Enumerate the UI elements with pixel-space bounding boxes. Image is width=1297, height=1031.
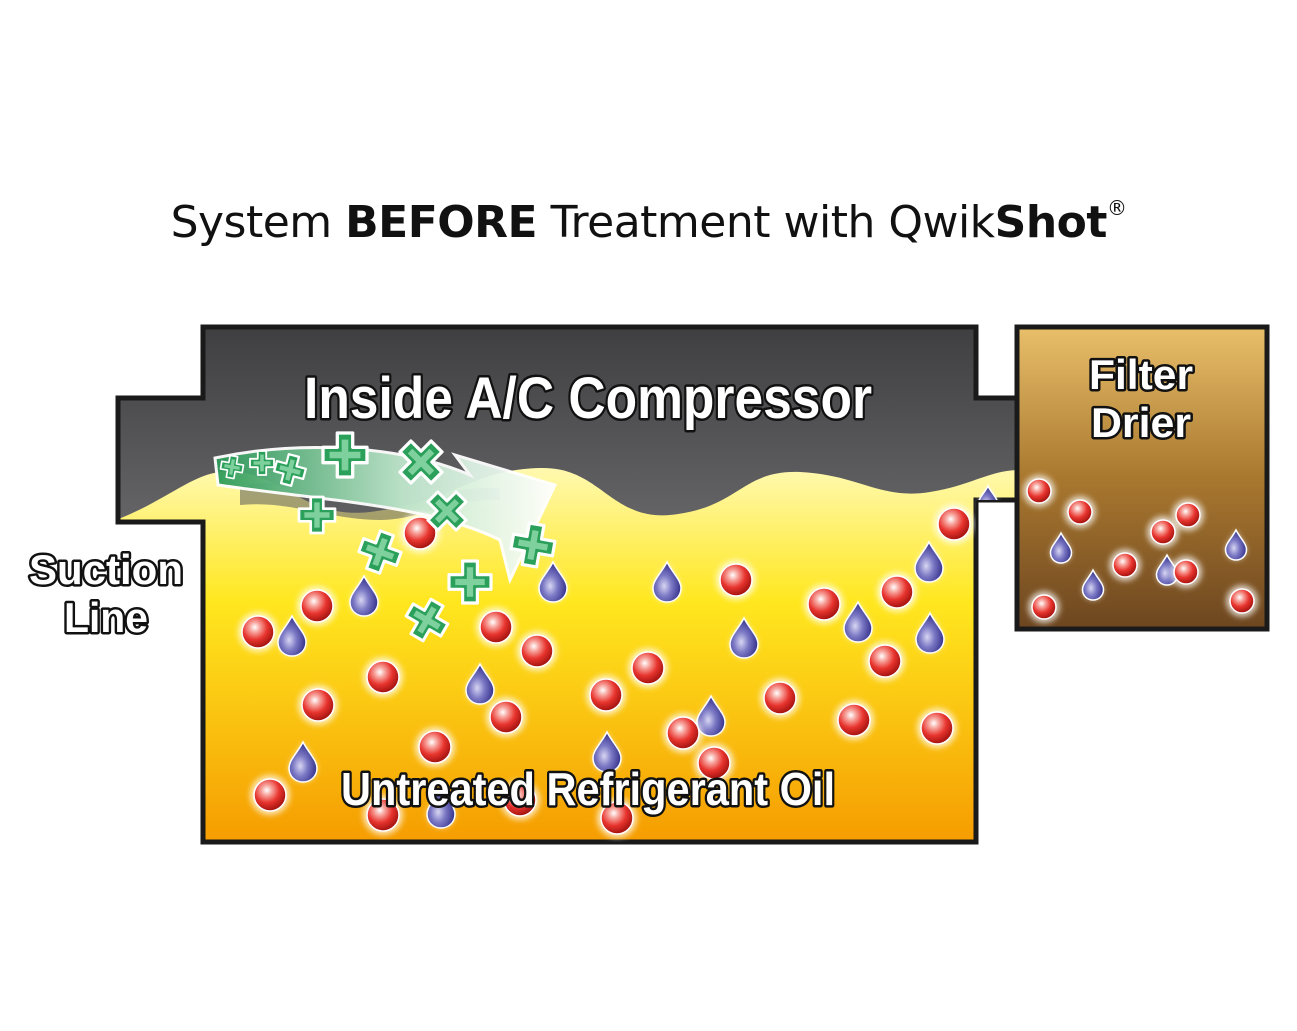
green-cross-icon bbox=[249, 450, 275, 476]
blue-droplet-icon bbox=[426, 786, 456, 829]
red-sphere-icon bbox=[238, 612, 278, 652]
red-sphere-icon bbox=[363, 795, 403, 835]
red-sphere-icon bbox=[917, 708, 957, 748]
red-sphere-icon bbox=[586, 675, 626, 715]
green-cross-icon bbox=[357, 529, 403, 575]
filter-label-line2: Drier bbox=[1091, 399, 1191, 446]
red-sphere-icon bbox=[1170, 556, 1202, 588]
blue-droplet-icon bbox=[277, 614, 307, 657]
red-sphere-icon bbox=[1109, 549, 1141, 581]
red-sphere-icon bbox=[500, 780, 540, 820]
red-sphere-icon bbox=[517, 631, 557, 671]
droplet-layer bbox=[277, 484, 999, 829]
red-sphere-icon bbox=[663, 713, 703, 753]
blue-droplet-icon bbox=[696, 694, 726, 737]
suction-label-line1: Suction bbox=[29, 546, 183, 593]
red-sphere-icon bbox=[1028, 591, 1060, 623]
compressor-label: Inside A/C Compressor bbox=[304, 366, 872, 431]
red-sphere-icon bbox=[628, 648, 668, 688]
red-sphere-icon bbox=[1147, 516, 1179, 548]
red-sphere-icon bbox=[865, 641, 905, 681]
blue-droplet-icon bbox=[465, 662, 495, 705]
blue-droplet-icon bbox=[1081, 568, 1105, 601]
suction-label-line2: Line bbox=[64, 594, 148, 641]
green-cross-icon bbox=[404, 597, 450, 643]
blue-droplet-icon bbox=[652, 560, 682, 603]
red-sphere-icon bbox=[694, 743, 734, 783]
red-sphere-icon bbox=[716, 560, 756, 600]
blue-droplet-icon bbox=[592, 730, 622, 773]
red-sphere-icon bbox=[297, 586, 337, 626]
title-middle: Treatment with Qwik bbox=[537, 197, 996, 248]
red-sphere-icon bbox=[877, 572, 917, 612]
red-sphere-icon bbox=[1172, 499, 1204, 531]
title-bold-before: BEFORE bbox=[345, 197, 538, 248]
blue-droplet-icon bbox=[288, 740, 318, 783]
red-sphere-icon bbox=[1064, 496, 1096, 528]
blue-droplet-icon bbox=[1049, 531, 1073, 564]
green-cross-icon bbox=[297, 495, 337, 535]
registered-mark: ® bbox=[1106, 196, 1127, 220]
blue-droplet-icon bbox=[915, 611, 945, 654]
red-sphere-icon bbox=[476, 607, 516, 647]
green-cross-icon bbox=[509, 521, 557, 569]
oil-label: Untreated Refrigerant Oil bbox=[341, 763, 835, 815]
red-sphere-icon bbox=[804, 584, 844, 624]
blue-droplet-icon bbox=[1224, 528, 1248, 561]
red-sphere-icon bbox=[363, 657, 403, 697]
red-sphere-icon bbox=[1226, 585, 1258, 617]
blue-droplet-icon bbox=[843, 600, 873, 643]
blue-droplet-icon bbox=[349, 574, 379, 617]
green-cross-icon bbox=[219, 454, 245, 480]
title-prefix: System bbox=[170, 197, 346, 248]
blue-droplet-icon bbox=[538, 560, 568, 603]
red-sphere-icon bbox=[760, 678, 800, 718]
blue-droplet-icon bbox=[914, 540, 944, 583]
filter-drier-box bbox=[1014, 324, 1270, 632]
red-sphere-icon bbox=[597, 798, 637, 838]
filter-particle-layer bbox=[1023, 475, 1258, 623]
red-sphere-icon bbox=[298, 685, 338, 725]
cross-layer bbox=[219, 431, 557, 643]
red-sphere-icon bbox=[250, 775, 290, 815]
red-sphere-icon bbox=[834, 700, 874, 740]
green-cross-icon bbox=[273, 453, 307, 487]
green-cross-icon bbox=[398, 439, 444, 485]
red-sphere-icon bbox=[486, 697, 526, 737]
red-sphere-icon bbox=[934, 504, 974, 544]
red-sphere-icon bbox=[1023, 475, 1055, 507]
red-sphere-icon bbox=[415, 727, 455, 767]
particle-layer bbox=[238, 504, 974, 838]
oil-pool bbox=[118, 467, 1017, 842]
green-cross-icon bbox=[321, 431, 369, 479]
blue-droplet-icon bbox=[729, 616, 759, 659]
filter-label-line1: Filter bbox=[1089, 351, 1193, 398]
title-bold-shot: Shot bbox=[994, 197, 1108, 248]
diagram-title: System BEFORE Treatment with QwikShot® bbox=[0, 196, 1297, 248]
green-cross-icon bbox=[426, 490, 468, 532]
green-cross-icon bbox=[447, 559, 493, 605]
